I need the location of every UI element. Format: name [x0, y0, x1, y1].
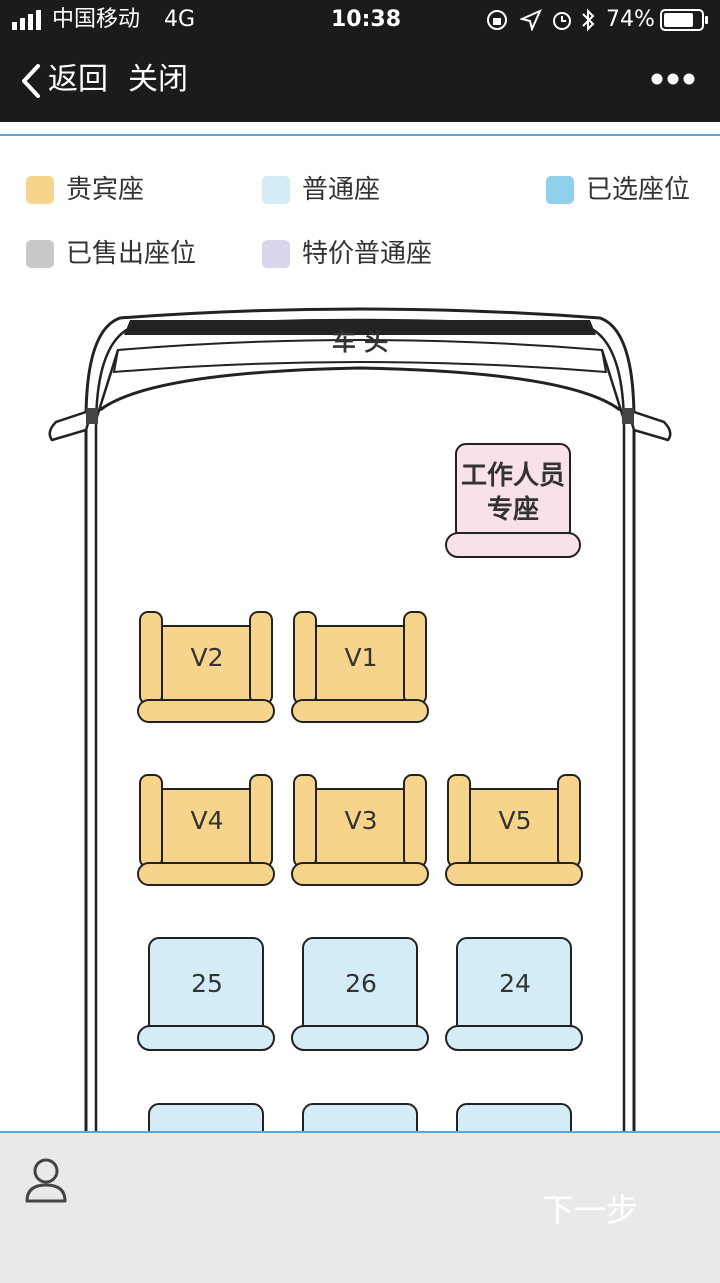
- legend-sold: 已售出座位: [26, 234, 246, 274]
- carrier-text: 中国移动: [52, 7, 141, 32]
- legend-sold-label: 已售出座位: [66, 239, 197, 269]
- seat-v2[interactable]: [137, 611, 275, 723]
- legend-sold-swatch: [26, 240, 54, 268]
- legend-selected: 已选座位: [546, 170, 716, 210]
- seat-25[interactable]: [137, 937, 275, 1051]
- rotation-lock-icon: [487, 10, 507, 30]
- seat-row-partial[interactable]: [148, 1103, 572, 1132]
- header-divider: [0, 122, 720, 136]
- seat-25-label: 25: [191, 969, 223, 998]
- staff-seat: [445, 443, 581, 558]
- close-button[interactable]: 关闭: [128, 62, 188, 97]
- legend-selected-swatch: [546, 176, 574, 204]
- seat-v2-label: V2: [190, 643, 224, 672]
- user-icon[interactable]: [24, 1157, 68, 1203]
- legend-special-swatch: [262, 240, 290, 268]
- seat-v4[interactable]: [137, 774, 275, 886]
- signal-icon: [12, 10, 41, 30]
- status-bar: 中国移动 4G 10:38 74%: [0, 0, 720, 40]
- nav-bar: 返回 关闭: [0, 40, 720, 122]
- more-dots-icon[interactable]: [650, 72, 696, 86]
- back-label: 返回: [48, 62, 108, 97]
- seat-v3-label: V3: [344, 806, 378, 835]
- seat-v1[interactable]: [291, 611, 429, 723]
- seat-24-label: 24: [499, 969, 531, 998]
- network-text: 4G: [164, 7, 196, 32]
- seat-v5[interactable]: [445, 774, 583, 886]
- legend-normal: 普通座: [262, 170, 462, 210]
- legend-normal-label: 普通座: [302, 175, 381, 205]
- seat-v1-label: V1: [344, 643, 378, 672]
- chevron-left-icon: [22, 64, 40, 98]
- legend-vip-swatch: [26, 176, 54, 204]
- bottom-bar: [0, 1131, 720, 1283]
- seat-26[interactable]: [291, 937, 429, 1051]
- legend-special-label: 特价普通座: [302, 239, 433, 269]
- next-step-button[interactable]: 下一步: [541, 1191, 638, 1229]
- seat-v4-label: V4: [190, 806, 224, 835]
- location-icon: [520, 9, 542, 31]
- legend-vip: 贵宾座: [26, 170, 226, 210]
- bluetooth-icon: [582, 8, 595, 32]
- bus-outline: [48, 307, 672, 1132]
- back-button[interactable]: 返回: [16, 54, 116, 106]
- alarm-icon: [553, 12, 571, 30]
- legend-normal-swatch: [262, 176, 290, 204]
- seat-v3[interactable]: [291, 774, 429, 886]
- seat-26-label: 26: [345, 969, 377, 998]
- legend-vip-label: 贵宾座: [66, 175, 145, 205]
- clock-text: 10:38: [331, 7, 402, 32]
- seat-24[interactable]: [445, 937, 583, 1051]
- battery-percent: 74%: [606, 7, 655, 32]
- legend-selected-label: 已选座位: [586, 175, 691, 205]
- seat-v5-label: V5: [498, 806, 532, 835]
- battery-icon: [660, 9, 708, 31]
- legend-special: 特价普通座: [262, 234, 482, 274]
- staff-seat-label-line2: 专座: [486, 495, 539, 525]
- bus-front-label: 车 头: [331, 328, 389, 356]
- staff-seat-label-line1: 工作人员: [460, 461, 565, 491]
